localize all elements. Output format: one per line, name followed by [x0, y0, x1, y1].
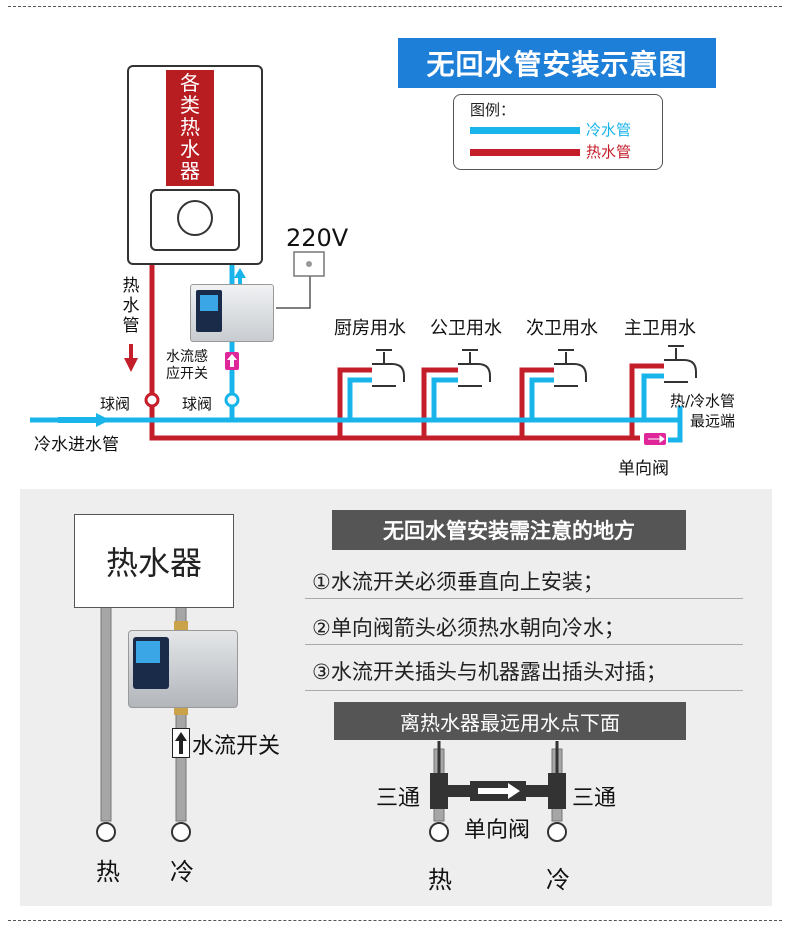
note-1: ①水流开关必须垂直向上安装；	[312, 570, 604, 594]
tee-hot-label: 热	[428, 866, 452, 894]
ball-valve-left-label: 球阀	[100, 395, 131, 413]
bottom-check-valve-label: 单向阀	[464, 818, 531, 843]
note-2: ②单向阀箭头必须热水朝向冷水；	[312, 616, 625, 640]
pump-screen	[196, 290, 222, 332]
voltage-label: 220V	[286, 224, 349, 252]
up-arrow-icon	[172, 728, 190, 758]
hot-pipe-char: 水	[122, 296, 140, 316]
note-divider	[305, 690, 743, 691]
heater-knob-icon	[177, 200, 213, 236]
switch-label: 水流开关	[192, 734, 281, 759]
faucet-3-icon	[554, 349, 587, 387]
pump-display	[136, 641, 160, 663]
cold-branch-2	[431, 377, 458, 420]
outlet-master-bath: 主卫用水	[624, 318, 696, 339]
hot-pipe-char: 热	[122, 276, 140, 296]
tee-left-label: 三通	[376, 786, 421, 811]
diagram-title: 无回水管安装示意图	[398, 38, 716, 88]
legend-title: 图例：	[470, 101, 516, 119]
faucet-4-icon	[664, 345, 697, 383]
hot-down-arrow	[124, 358, 138, 372]
far-point-title: 离热水器最远用水点下面	[334, 702, 686, 740]
hot-outlet-icon	[96, 822, 116, 842]
heater-label-char: 器	[180, 159, 200, 183]
cold-inlet-label: 冷水进水管	[34, 435, 119, 455]
check-valve-label: 单向阀	[618, 459, 669, 479]
heater-label: 各 类 热 水 器	[166, 70, 214, 186]
flow-sensor-label-1: 水流感	[166, 349, 208, 365]
cold-inlet-pipe	[30, 417, 683, 443]
top-dashed-border	[8, 6, 782, 7]
cold-branch-1	[347, 377, 372, 420]
outlet-kitchen: 厨房用水	[334, 318, 406, 339]
bottom-dashed-border	[8, 920, 782, 921]
legend-cold-swatch	[470, 127, 580, 134]
hot-pipe-main	[149, 262, 640, 441]
heater-window	[150, 189, 240, 251]
hot-pipe-char: 管	[122, 316, 140, 336]
tee-cold-outlet-icon	[547, 822, 567, 842]
note-divider	[305, 644, 743, 645]
notes-title: 无回水管安装需注意的地方	[332, 510, 686, 550]
far-end-label-1: 热/冷水管	[670, 392, 736, 410]
hot-branch-3	[519, 367, 554, 438]
tee-right-label: 三通	[572, 786, 617, 811]
cold-branch-3	[529, 377, 554, 420]
far-end-label-2: 最远端	[690, 412, 736, 430]
note-3: ③水流开关插头与机器露出插头对插；	[312, 660, 667, 684]
cold-up-arrow	[234, 268, 246, 278]
cold-outlet-icon	[171, 822, 191, 842]
legend-hot-label: 热水管	[586, 143, 632, 161]
heater-box: 热水器	[74, 514, 234, 608]
hot-branch-1	[337, 367, 372, 438]
flow-sensor-label-2: 应开关	[166, 366, 208, 382]
hot-pipe-label: 热 水 管	[121, 276, 141, 336]
heater-label-char: 水	[180, 137, 200, 161]
legend-cold-label: 冷水管	[586, 121, 632, 139]
hot-branch-4	[629, 363, 664, 438]
bottom-hot-label: 热	[96, 858, 120, 886]
tee-left	[430, 773, 448, 809]
faucet-2-icon	[458, 349, 491, 387]
faucet-1-icon	[372, 349, 405, 387]
hot-branch-2	[421, 367, 458, 438]
legend-hot-swatch	[470, 149, 580, 156]
ball-valve-cold	[224, 392, 240, 408]
tee-hot-outlet-icon	[429, 822, 449, 842]
flow-switch-pump	[128, 630, 238, 708]
ball-valve-right-label: 球阀	[182, 395, 213, 413]
outlet-public-bath: 公卫用水	[430, 318, 502, 339]
heater-label-char: 类	[180, 93, 200, 117]
note-divider	[305, 598, 743, 599]
cold-branch-4	[641, 373, 664, 420]
tee-cold-label: 冷	[546, 866, 570, 894]
ball-valve-hot	[144, 392, 160, 408]
bottom-cold-label: 冷	[170, 858, 194, 886]
check-valve-arrow-icon	[478, 783, 520, 799]
heater-label-char: 热	[180, 115, 200, 139]
legend: 图例： 冷水管 热水管	[453, 94, 663, 170]
heater-label-char: 各	[180, 71, 200, 95]
circulation-pump	[190, 284, 274, 342]
outlet-second-bath: 次卫用水	[526, 318, 598, 339]
tee-right	[548, 773, 566, 809]
cold-inlet-arrow	[96, 413, 110, 427]
bottom-pipe-diagram	[96, 606, 567, 842]
